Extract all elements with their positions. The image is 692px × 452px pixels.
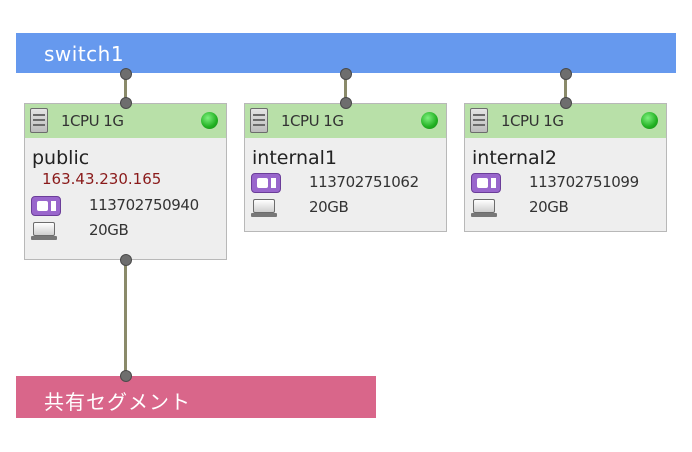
disk-icon xyxy=(471,199,497,217)
server-id: 113702750940 xyxy=(89,196,199,214)
segment-port[interactable] xyxy=(120,370,132,382)
switch-port-internal1[interactable] xyxy=(340,68,352,80)
server-header: 1CPU 1G xyxy=(25,104,226,138)
switch-port-internal2[interactable] xyxy=(560,68,572,80)
wire-switch-internal2 xyxy=(564,74,567,104)
server-id-row: 113702751062 xyxy=(245,168,446,197)
id-card-icon xyxy=(31,196,61,216)
status-running-icon xyxy=(421,112,438,129)
server-card-internal2[interactable]: 1CPU 1G internal2 113702751099 20GB xyxy=(464,103,667,232)
switch-bar[interactable]: switch1 xyxy=(16,33,676,73)
wire-public-segment xyxy=(124,260,127,376)
nic-port-internal2-top[interactable] xyxy=(560,97,572,109)
server-card-internal1[interactable]: 1CPU 1G internal1 113702751062 20GB xyxy=(244,103,447,232)
nic-port-internal1-top[interactable] xyxy=(340,97,352,109)
server-header: 1CPU 1G xyxy=(245,104,446,138)
switch-port-public[interactable] xyxy=(120,68,132,80)
server-name: public xyxy=(32,147,90,169)
server-icon xyxy=(30,108,48,133)
switch-label: switch1 xyxy=(44,42,125,66)
status-running-icon xyxy=(201,112,218,129)
server-icon xyxy=(250,108,268,133)
server-icon xyxy=(470,108,488,133)
status-running-icon xyxy=(641,112,658,129)
id-card-icon xyxy=(471,173,501,193)
server-name: internal1 xyxy=(252,147,337,169)
server-disk-size: 20GB xyxy=(89,221,129,239)
shared-segment-label: 共有セグメント xyxy=(44,390,191,414)
server-id: 113702751062 xyxy=(309,173,419,191)
server-header: 1CPU 1G xyxy=(465,104,666,138)
server-id-row: 113702750940 xyxy=(25,191,226,220)
shared-segment-bar[interactable]: 共有セグメント xyxy=(16,376,376,418)
server-spec: 1CPU 1G xyxy=(281,112,344,130)
server-id-row: 113702751099 xyxy=(465,168,666,197)
server-disk-size: 20GB xyxy=(529,198,569,216)
server-ip-address: 163.43.230.165 xyxy=(42,170,162,188)
server-disk-size: 20GB xyxy=(309,198,349,216)
wire-switch-public xyxy=(124,74,127,104)
wire-switch-internal1 xyxy=(344,74,347,104)
server-name: internal2 xyxy=(472,147,557,169)
server-id: 113702751099 xyxy=(529,173,639,191)
disk-icon xyxy=(31,222,57,240)
server-disk-row: 20GB xyxy=(25,220,226,246)
nic-port-public-bottom[interactable] xyxy=(120,254,132,266)
server-card-public[interactable]: 1CPU 1G public 163.43.230.165 1137027509… xyxy=(24,103,227,260)
server-spec: 1CPU 1G xyxy=(501,112,564,130)
server-disk-row: 20GB xyxy=(245,197,446,223)
disk-icon xyxy=(251,199,277,217)
server-disk-row: 20GB xyxy=(465,197,666,223)
nic-port-public-top[interactable] xyxy=(120,97,132,109)
id-card-icon xyxy=(251,173,281,193)
server-spec: 1CPU 1G xyxy=(61,112,124,130)
